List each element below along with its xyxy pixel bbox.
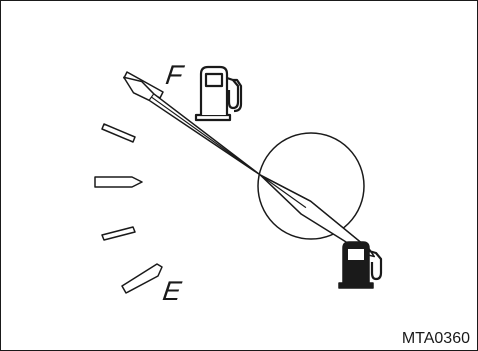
scale-mark-half — [95, 177, 142, 187]
figure-code: MTA0360 — [402, 331, 470, 347]
full-label: F — [164, 62, 184, 89]
scale-mark-lower-quarter — [102, 227, 135, 240]
gauge-scale-marks — [95, 72, 163, 293]
scale-mark-upper-quarter — [102, 124, 135, 142]
scale-mark-empty — [122, 264, 162, 293]
fuel-pump-solid-icon — [339, 242, 381, 288]
fuel-pump-outline-icon — [196, 67, 241, 120]
empty-label: E — [161, 278, 183, 305]
